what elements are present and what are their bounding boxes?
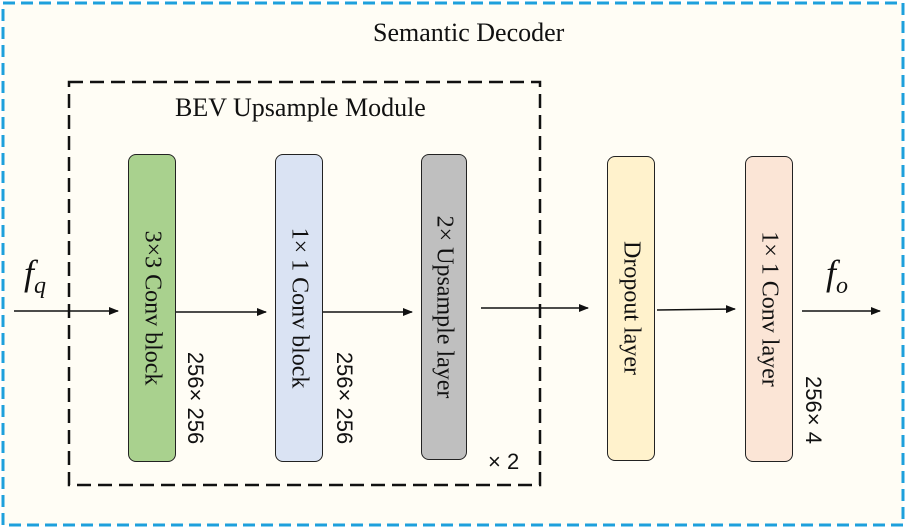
bev-upsample-module-frame (67, 80, 542, 487)
output-symbol: fo (826, 253, 849, 299)
conv-layer-label: 1× 1 Conv layer (756, 231, 783, 387)
arrow-dropout-to-conv-layer (656, 305, 736, 314)
conv3x3-label: 3×3 Conv block (139, 230, 166, 386)
repeat-label: × 2 (488, 449, 520, 474)
dropout-label: Dropout layer (618, 241, 645, 375)
upsample-block (421, 154, 467, 460)
dims-conv1x1: 256× 256 (332, 351, 357, 445)
conv1x1-block (275, 154, 323, 462)
dims-conv-layer: 256× 4 (801, 376, 826, 444)
dims-conv3x3: 256× 256 (183, 351, 208, 445)
module-title: BEV Upsample Module (175, 93, 426, 122)
conv-layer-block (745, 156, 793, 462)
input-symbol: fq (24, 253, 47, 299)
conv3x3-block (128, 154, 176, 462)
dropout-block (607, 156, 655, 461)
outer-title: Semantic Decoder (373, 18, 565, 47)
conv1x1-label: 1× 1 Conv block (286, 227, 313, 389)
upsample-label: 2× Upsample layer (431, 215, 458, 399)
